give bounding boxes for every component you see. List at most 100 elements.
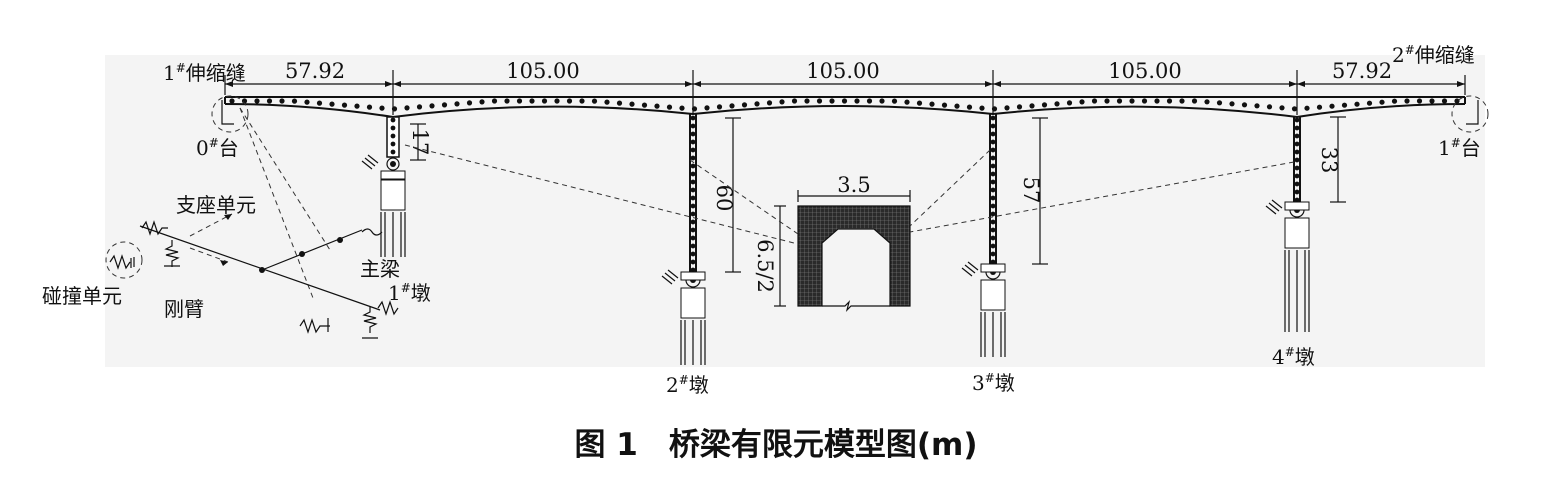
pier-node [690, 139, 696, 145]
girder-node [1129, 98, 1135, 104]
pier-node [990, 195, 996, 201]
girder-node [666, 104, 673, 110]
pier-node [690, 131, 696, 137]
girder-node [1141, 98, 1148, 104]
pier-node [690, 219, 696, 225]
pier-node [990, 147, 996, 153]
girder-node [429, 103, 435, 109]
pier-node [990, 131, 996, 137]
girder-node [1004, 105, 1010, 111]
pier-node [690, 235, 696, 241]
pier-node [690, 123, 696, 129]
girder-node [579, 98, 585, 104]
pier-3-label: 3#墩 [972, 371, 1015, 395]
girder-node [1029, 103, 1035, 109]
pier-node [990, 211, 996, 217]
girder-node [1241, 102, 1248, 108]
pier-node [690, 259, 696, 265]
girder-node [766, 100, 773, 106]
pier-node [390, 141, 396, 147]
girder-node [1116, 98, 1123, 104]
pier-node [390, 133, 396, 139]
girder-node [1316, 104, 1323, 110]
girder-node [679, 105, 685, 111]
girder-node [1429, 98, 1435, 104]
pier-node [690, 195, 696, 201]
abutment-1 [1451, 95, 1489, 133]
girder-node [466, 100, 473, 106]
girder-node [329, 101, 335, 107]
girder-node [1191, 98, 1198, 104]
pier-node [1294, 157, 1300, 163]
girder-node [1341, 102, 1348, 108]
girder-node [441, 102, 448, 108]
girder-node [966, 104, 973, 110]
abutment-0-label: 0#台 [196, 136, 239, 160]
girder-node [504, 98, 510, 104]
girder-node [1354, 101, 1360, 107]
pier-4 [1265, 117, 1310, 332]
section-leader-lines [404, 144, 1295, 245]
girder-node [404, 105, 410, 111]
girder-node [291, 98, 298, 104]
girder-node [1254, 103, 1260, 109]
pier-node [690, 227, 696, 233]
pier-node [990, 171, 996, 177]
girder-node [1229, 101, 1235, 107]
girder-node [1329, 103, 1335, 109]
girder-node [704, 105, 710, 111]
girder-node [529, 98, 535, 104]
girder-node [729, 103, 735, 109]
pier-node [990, 259, 996, 265]
girder-node [1066, 100, 1073, 106]
pier-node [690, 115, 696, 121]
pier-node [690, 147, 696, 153]
girder-node [1366, 100, 1373, 106]
girder-nodes [229, 98, 1460, 112]
pier-nodes [390, 115, 1300, 273]
pier-node [690, 267, 696, 273]
girder-node [491, 98, 498, 104]
girder-node [1416, 98, 1423, 104]
span-1-label: 57.92 [285, 59, 345, 83]
girder-node [1041, 102, 1048, 108]
pier-2-label: 2#墩 [666, 373, 709, 397]
pier-node [990, 219, 996, 225]
pier-node [1294, 189, 1300, 195]
girder-node [616, 100, 623, 106]
girder-node [829, 98, 835, 104]
girder-node [254, 98, 260, 104]
girder-node [1154, 98, 1160, 104]
span-dimension-line [224, 70, 1466, 115]
girder-node [1016, 104, 1023, 110]
pier-node [990, 163, 996, 169]
pier-3-height: 57 [1019, 177, 1043, 204]
girder-node [1104, 98, 1110, 104]
girder-node [979, 105, 985, 111]
girder-node [1454, 98, 1460, 104]
cross-section [774, 190, 911, 312]
pier-node [690, 203, 696, 209]
pier-node [1294, 141, 1300, 147]
girder-node [304, 99, 310, 105]
section-width-label: 3.5 [837, 173, 870, 197]
girder-node [1304, 105, 1310, 111]
pier-node [990, 123, 996, 129]
pier-node [990, 251, 996, 257]
pier-1-height: 17 [408, 129, 432, 156]
girder-node [1379, 99, 1385, 105]
girder-node [954, 103, 960, 109]
girder-node [316, 100, 323, 106]
abutment-0 [211, 95, 249, 133]
main-girder-label: 主梁 [360, 257, 400, 281]
girder-node [379, 105, 385, 111]
girder-node [354, 103, 360, 109]
girder-node [1266, 104, 1273, 110]
girder-node [654, 103, 660, 109]
pier-3 [961, 114, 1006, 357]
girder-node [416, 104, 423, 110]
pier-1-label: 1#墩 [388, 281, 431, 305]
girder-node [854, 98, 860, 104]
girder-node [716, 104, 723, 110]
